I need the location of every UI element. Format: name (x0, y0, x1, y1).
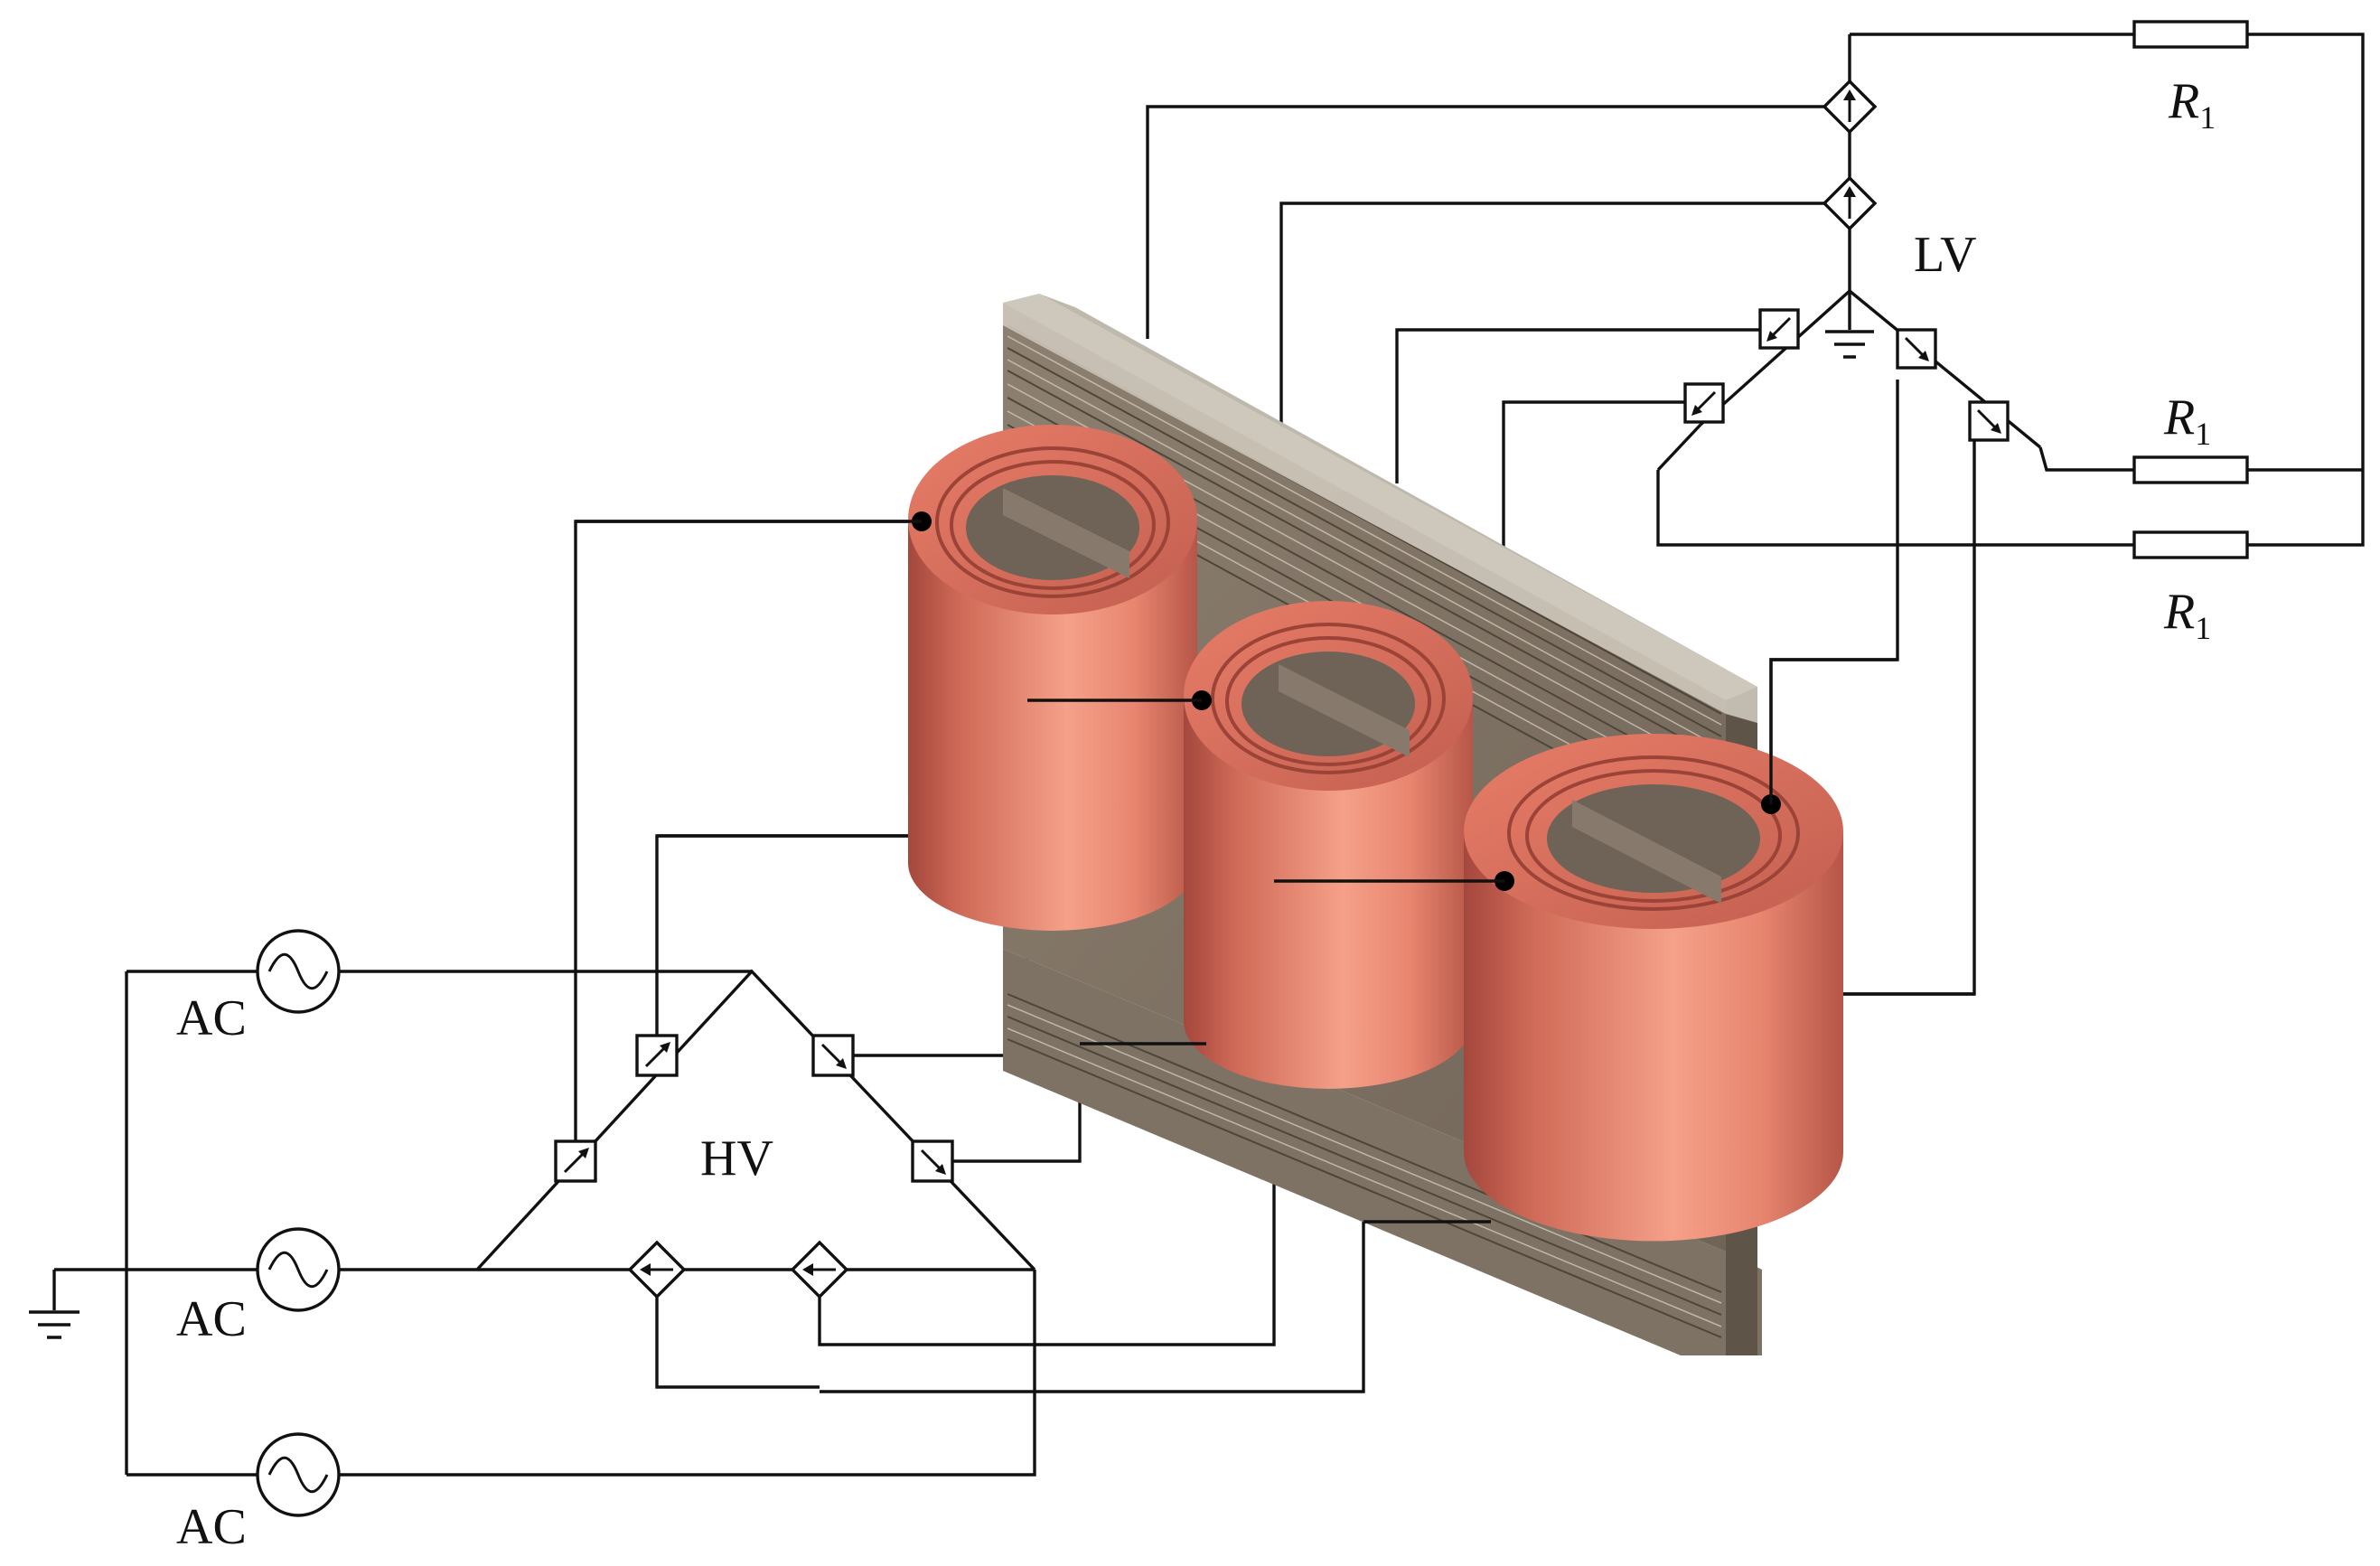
resistor-label-top: R1 (2168, 73, 2216, 136)
core-top-yoke (1003, 294, 1757, 723)
switch-arrow-icon (1758, 308, 1800, 350)
ac-label-3: AC (176, 1499, 247, 1555)
coil-right (1464, 734, 1843, 1242)
resistor-icon (2132, 20, 2249, 49)
resistor-label-bottom: R1 (2163, 584, 2211, 646)
hv-label: HV (700, 1130, 773, 1186)
ac-source-icon (256, 1227, 341, 1312)
switch-arrow-icon (911, 1139, 954, 1183)
resistor-label-middle: R1 (2163, 389, 2211, 452)
switch-arrow-icon (554, 1139, 597, 1183)
switch-arrow-icon (635, 1034, 679, 1077)
lv-label: LV (1914, 227, 1977, 283)
current-source-icon (1822, 79, 1878, 135)
resistor-icon (2132, 455, 2249, 484)
labels: LV HV AC AC AC R1 R1 R1 (176, 73, 2216, 1555)
ac-source-icon (256, 1432, 341, 1517)
ac-source-icon (256, 929, 341, 1014)
coil-middle (1184, 601, 1473, 1089)
ground-icon (29, 1270, 80, 1339)
current-source-icon (1822, 175, 1878, 231)
switch-arrow-icon (811, 1034, 855, 1077)
ac-label-2: AC (176, 1291, 247, 1347)
wiring-front (576, 520, 1974, 1224)
current-source-icon (627, 1240, 687, 1299)
ac-label-1: AC (176, 990, 247, 1046)
switch-arrow-icon (1968, 400, 2010, 442)
coil-left (908, 425, 1197, 931)
resistor-icon (2132, 530, 2249, 559)
ground-icon (1825, 330, 1874, 359)
switch-arrow-icon (1896, 328, 1937, 370)
switch-arrow-icon (1683, 382, 1725, 424)
current-source-icon (790, 1240, 849, 1299)
